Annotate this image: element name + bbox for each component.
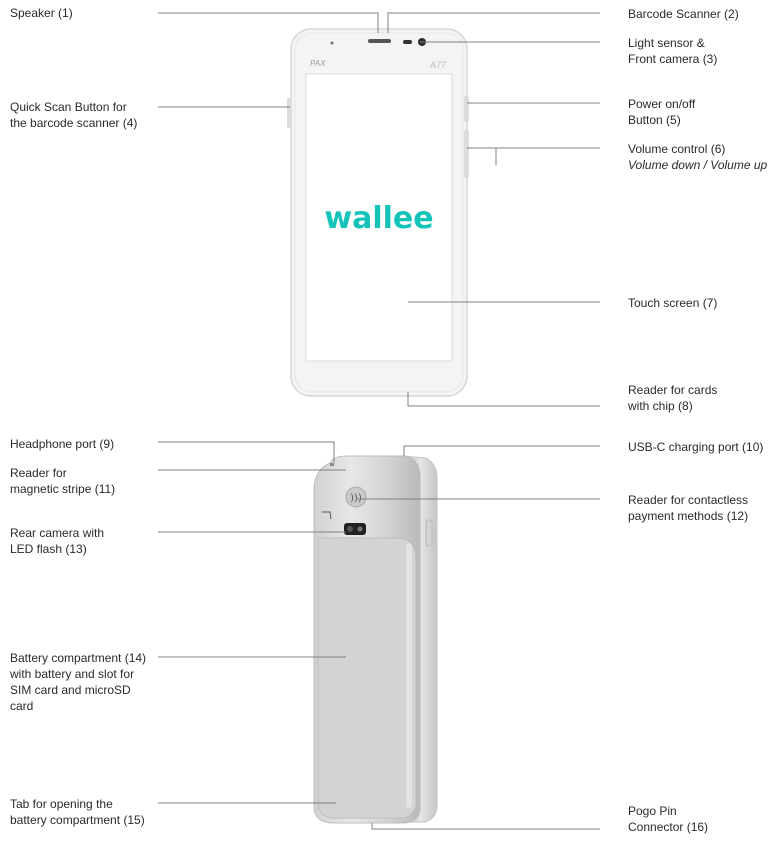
label-contactless-reader: Reader for contactless payment methods (… [628, 493, 749, 523]
label-light-sensor-front-camera: Light sensor & Front camera (3) [628, 36, 718, 66]
speaker-grille [368, 39, 391, 43]
label-barcode-scanner: Barcode Scanner (2) [628, 7, 739, 21]
terminal-front: PAX A77 wallee [287, 28, 469, 397]
label-magnetic-stripe-reader: Reader for magnetic stripe (11) [10, 466, 116, 496]
label-volume-control: Volume control (6) Volume down / Volume … [628, 142, 768, 172]
volume-buttons [464, 130, 469, 178]
label-pogo-pin-connector: Pogo Pin Connector (16) [628, 804, 709, 834]
label-headphone-port: Headphone port (9) [10, 437, 115, 451]
pax-logo: PAX [310, 59, 326, 68]
label-battery-compartment: Battery compartment (14) with battery an… [10, 651, 147, 713]
label-power-button: Power on/off Button (5) [628, 97, 696, 127]
rear-camera [344, 523, 366, 535]
touch-screen [305, 73, 453, 362]
nfc-reader [345, 486, 367, 508]
line-6 [495, 147, 600, 165]
wallee-logo: wallee [324, 201, 433, 236]
line-1 [158, 12, 379, 33]
label-usb-c-port: USB-C charging port (10) [628, 440, 764, 454]
light-sensor [403, 40, 412, 44]
label-quick-scan-button: Quick Scan Button for the barcode scanne… [10, 100, 138, 130]
label-battery-tab: Tab for opening the battery compartment … [10, 797, 145, 827]
headphone-port [330, 463, 334, 466]
quick-scan-button [287, 98, 292, 128]
label-speaker: Speaker (1) [10, 6, 73, 20]
label-rear-camera: Rear camera with LED flash (13) [10, 526, 105, 556]
line-9 [158, 441, 335, 463]
label-touch-screen: Touch screen (7) [628, 296, 718, 310]
battery-compartment [317, 537, 417, 819]
line-8 [407, 392, 600, 407]
line-16 [371, 823, 600, 830]
terminal-rear: ))) [313, 455, 438, 824]
label-chip-reader: Reader for cards with chip (8) [628, 383, 718, 413]
line-10 [403, 445, 600, 456]
model-label: A77 [429, 60, 447, 70]
line-2 [387, 12, 600, 33]
